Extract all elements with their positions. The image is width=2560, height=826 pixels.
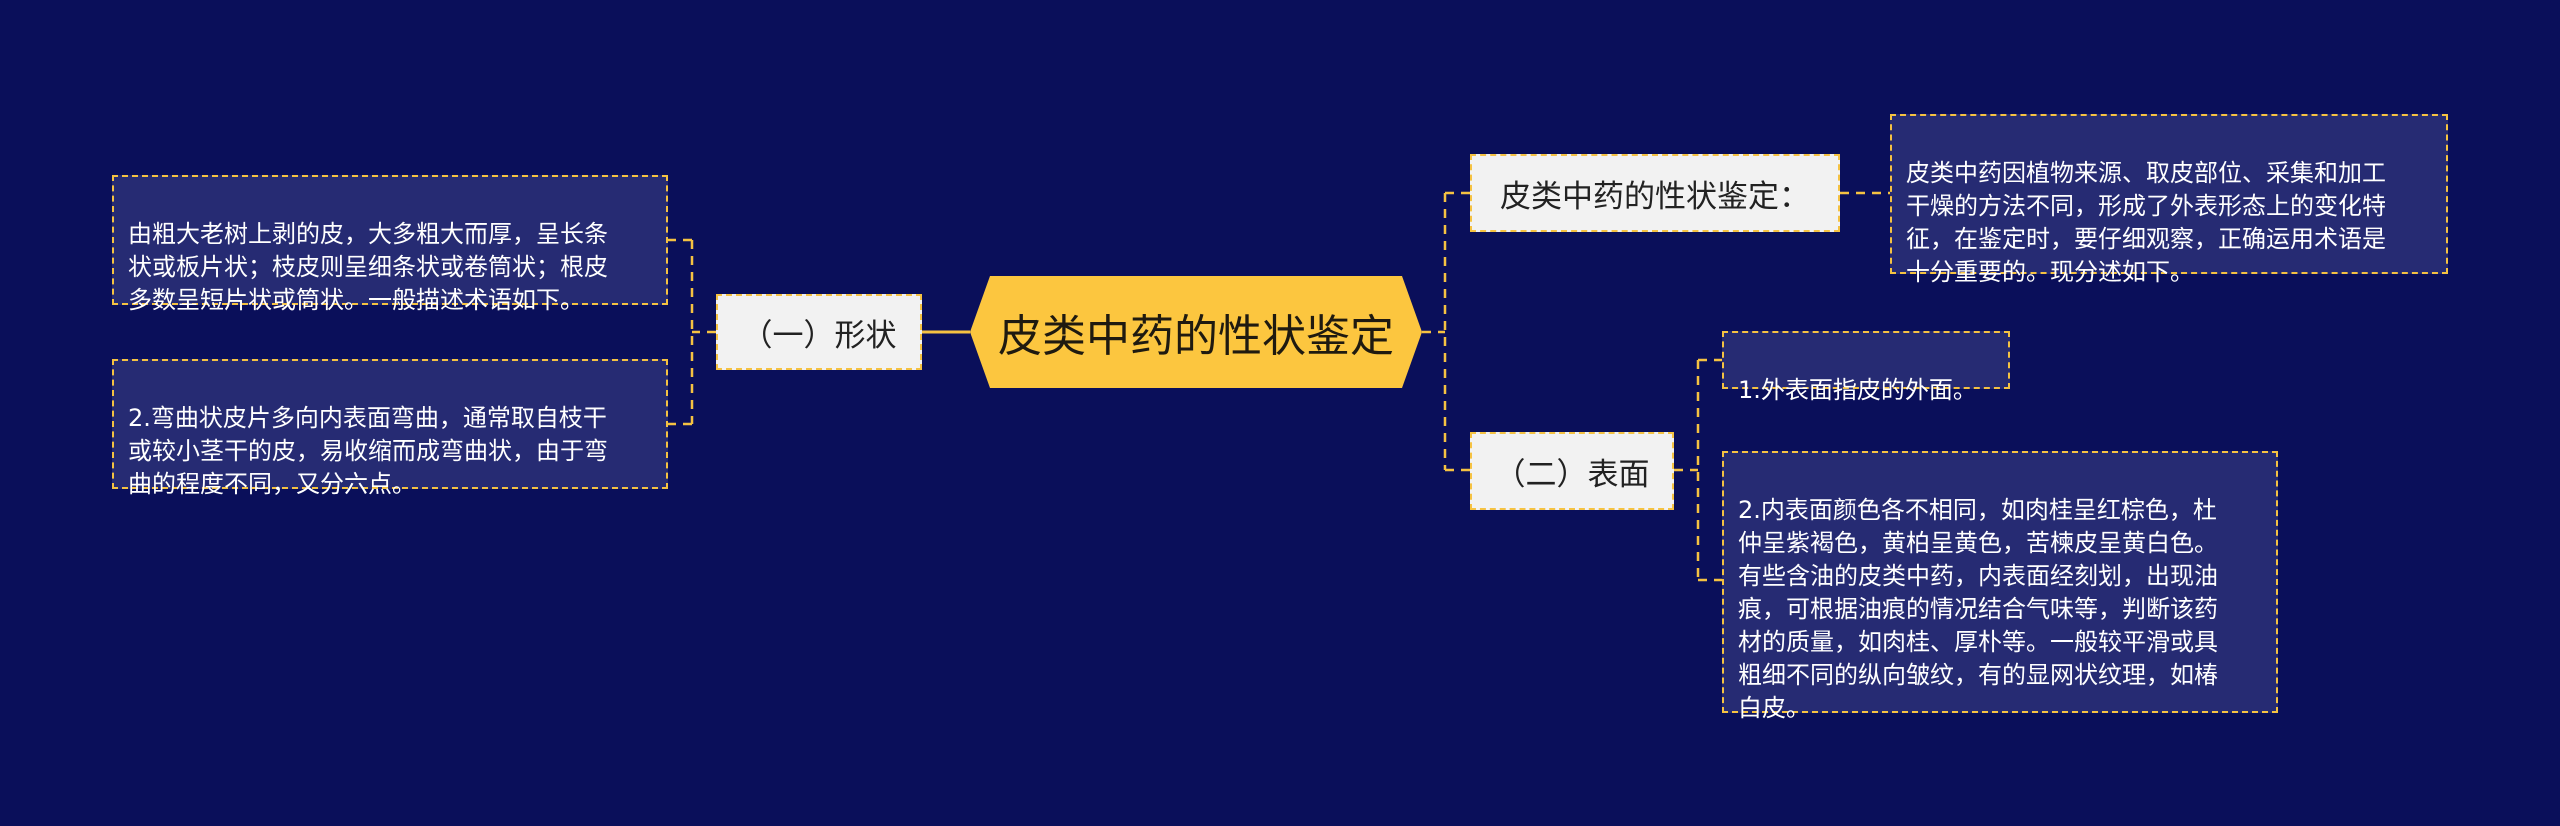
branch-intro[interactable]: 皮类中药的性状鉴定：: [1470, 154, 1840, 232]
intro-leaf[interactable]: 皮类中药因植物来源、取皮部位、采集和加工 干燥的方法不同，形成了外表形态上的变化…: [1890, 114, 2448, 286]
surface-leaf-2-text: 2.内表面颜色各不相同，如肉桂呈红棕色，杜 仲呈紫褐色，黄柏呈黄色，苦楝皮呈黄白…: [1738, 496, 2218, 722]
connector-root-right: [1422, 191, 1470, 472]
shape-leaf-2[interactable]: 2.弯曲状皮片多向内表面弯曲，通常取自枝干 或较小茎干的皮，易收缩而成弯曲状，由…: [112, 359, 668, 498]
connector-surface-leaves: [1674, 358, 1722, 582]
intro-leaf-text: 皮类中药因植物来源、取皮部位、采集和加工 干燥的方法不同，形成了外表形态上的变化…: [1906, 159, 2386, 286]
surface-leaf-2[interactable]: 2.内表面颜色各不相同，如肉桂呈红棕色，杜 仲呈紫褐色，黄柏呈黄色，苦楝皮呈黄白…: [1722, 451, 2278, 722]
branch-intro-label: 皮类中药的性状鉴定：: [1500, 178, 1810, 215]
branch-shape[interactable]: （一）形状: [716, 294, 922, 370]
branch-shape-label: （一）形状: [741, 317, 897, 354]
surface-leaf-1-text: 1.外表面指皮的外面。: [1738, 376, 1977, 404]
branch-surface-label: （二）表面: [1494, 456, 1650, 493]
root-shape: [970, 276, 1422, 388]
surface-leaf-1[interactable]: 1.外表面指皮的外面。: [1722, 331, 2010, 404]
root-node[interactable]: 皮类中药的性状鉴定: [970, 276, 1422, 388]
branch-surface[interactable]: （二）表面: [1470, 432, 1674, 510]
shape-leaf-1[interactable]: 由粗大老树上剥的皮，大多粗大而厚，呈长条 状或板片状；枝皮则呈细条状或卷筒状；根…: [112, 175, 668, 314]
shape-leaf-2-text: 2.弯曲状皮片多向内表面弯曲，通常取自枝干 或较小茎干的皮，易收缩而成弯曲状，由…: [128, 404, 608, 498]
shape-leaf-1-text: 由粗大老树上剥的皮，大多粗大而厚，呈长条 状或板片状；枝皮则呈细条状或卷筒状；根…: [128, 220, 608, 314]
connector-shape-leaves: [668, 238, 716, 426]
root-label: 皮类中药的性状鉴定: [998, 311, 1394, 362]
